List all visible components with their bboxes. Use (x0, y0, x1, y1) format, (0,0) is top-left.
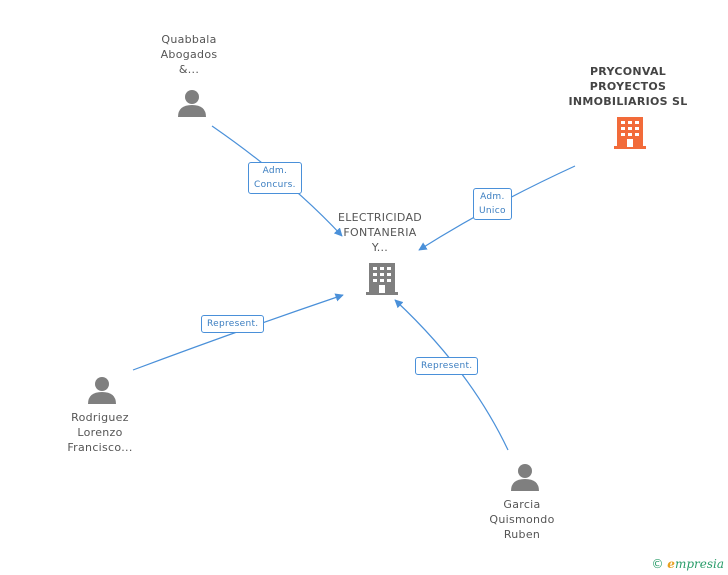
brand-rest: mpresia (674, 557, 724, 571)
relation-label-pryconval[interactable]: Adm. Unico (473, 188, 512, 220)
quabbala-label[interactable]: Quabbala Abogados &... (160, 33, 218, 76)
person-icon[interactable] (87, 375, 117, 405)
copyright-icon: © (651, 557, 664, 571)
garcia-label[interactable]: Garcia Quismondo Ruben (489, 498, 555, 541)
center-company-label[interactable]: ELECTRICIDAD FONTANERIA Y... (337, 211, 423, 254)
building-icon[interactable] (366, 260, 398, 296)
pryconval-label[interactable]: PRYCONVAL PROYECTOS INMOBILIARIOS SL (568, 65, 688, 108)
brand-e: e (667, 557, 675, 571)
relation-label-quabbala[interactable]: Adm. Concurs. (248, 162, 302, 194)
person-icon[interactable] (177, 88, 207, 118)
person-icon[interactable] (510, 462, 540, 492)
relation-label-rodriguez[interactable]: Represent. (201, 315, 265, 333)
edge-garcia (394, 299, 509, 451)
empresia-watermark: © empresia (651, 557, 724, 571)
building-icon[interactable] (614, 114, 646, 150)
relation-label-garcia[interactable]: Represent. (415, 357, 479, 375)
rodriguez-label[interactable]: Rodriguez Lorenzo Francisco... (67, 411, 133, 454)
